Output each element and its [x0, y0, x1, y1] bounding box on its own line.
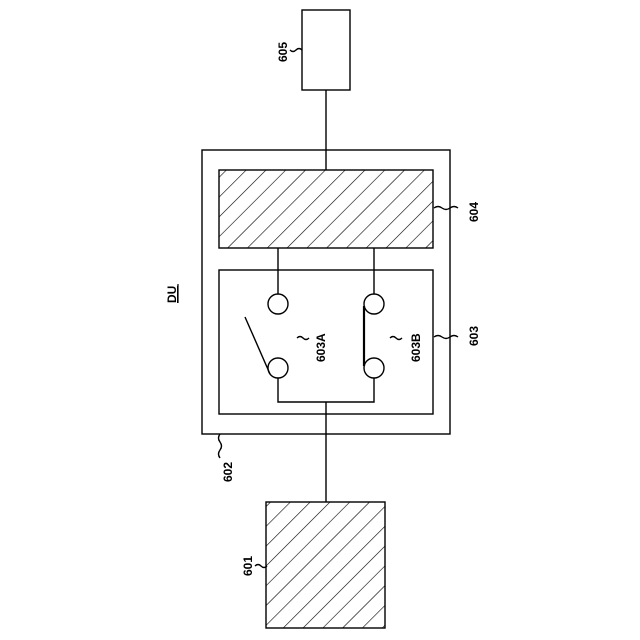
label-603: 603	[467, 326, 481, 346]
terminal-603a-top	[268, 294, 288, 314]
terminal-603b-top	[364, 294, 384, 314]
terminal-603b-bottom	[364, 358, 384, 378]
leader-605	[290, 49, 302, 52]
switch-603a-blade	[245, 317, 270, 374]
leader-604	[434, 207, 458, 210]
label-601: 601	[241, 556, 255, 576]
bus-603	[278, 378, 374, 402]
label-605: 605	[276, 42, 290, 62]
leader-601	[255, 565, 267, 568]
label-603b: 603B	[409, 333, 423, 362]
label-603a: 603A	[314, 333, 328, 362]
leader-602	[219, 434, 222, 458]
leader-603	[434, 336, 458, 339]
block-605	[302, 10, 350, 90]
label-604: 604	[467, 202, 481, 222]
label-602: 602	[221, 462, 235, 482]
label-du: DU	[165, 286, 179, 303]
block-601	[266, 502, 385, 628]
terminal-603a-bottom	[268, 358, 288, 378]
block-604	[219, 170, 433, 248]
leader-603b	[390, 337, 402, 340]
leader-603a	[297, 337, 309, 340]
